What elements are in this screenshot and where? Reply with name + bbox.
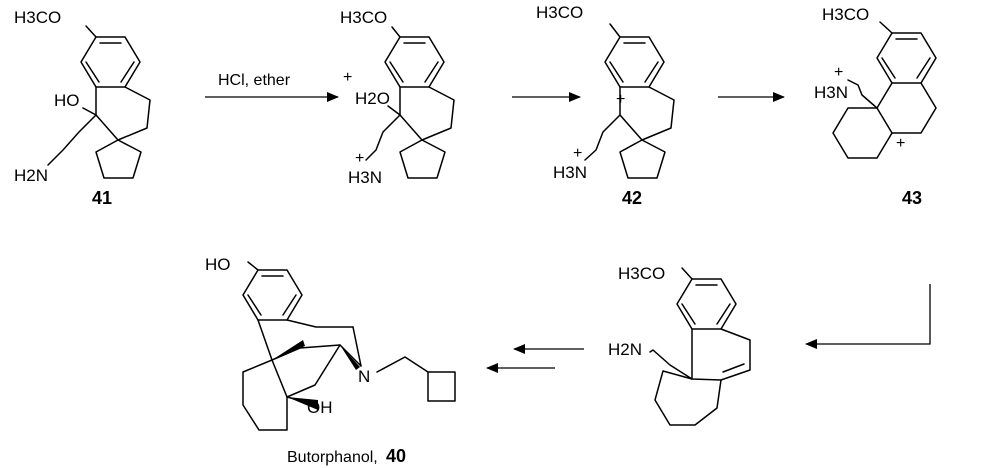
reaction-conditions-step1: HCl, ether	[218, 72, 291, 89]
methoxy-label-42: H3CO	[536, 3, 583, 22]
methoxy-label-int: H3CO	[340, 8, 387, 27]
methoxy-label-43: H3CO	[822, 5, 869, 24]
butorphanol-structure	[242, 261, 456, 431]
hydroxyl-label-40: HO	[205, 255, 231, 274]
stereo-wedge-oh	[287, 397, 318, 410]
carbocation-charge-43: +	[896, 135, 905, 152]
oxonium-label: H2O	[355, 89, 390, 108]
carbocation-charge-42: +	[616, 91, 625, 108]
compound-label-43: 43	[902, 188, 922, 208]
charge-oxonium: +	[343, 69, 352, 86]
methoxy-label-41: H3CO	[14, 8, 61, 27]
compound-42-structure	[584, 23, 675, 179]
nitrogen-label-40: N	[358, 367, 370, 386]
amine-label-alkene: H2N	[608, 340, 642, 359]
oxonium-intermediate-structure	[365, 26, 455, 179]
ammonium-label-42: H3N	[553, 163, 587, 182]
compound-label-40: 40	[386, 446, 406, 466]
hydroxyl-label-41: HO	[54, 91, 80, 110]
butorphanol-name: Butorphanol,	[287, 449, 378, 466]
amine-label-41: H2N	[14, 166, 48, 185]
oh-label-40: OH	[307, 398, 333, 417]
charge-ammonium-43: +	[834, 64, 843, 81]
compound-label-41: 41	[92, 188, 112, 208]
ammonium-label-43: H3N	[814, 83, 848, 102]
compound-label-42: 42	[622, 188, 642, 208]
stereo-wedge-1	[272, 340, 305, 360]
reaction-arrow-4	[805, 284, 931, 349]
alkene-intermediate-structure	[649, 267, 751, 426]
charge-ammonium-int: +	[355, 150, 364, 167]
methoxy-label-alkene: H3CO	[618, 264, 665, 283]
compound-43-structure	[832, 21, 937, 159]
charge-ammonium-42: +	[573, 145, 582, 162]
ammonium-label-int: H3N	[348, 168, 382, 187]
stereo-wedge-2	[340, 345, 360, 370]
compound-41-structure	[47, 25, 151, 179]
